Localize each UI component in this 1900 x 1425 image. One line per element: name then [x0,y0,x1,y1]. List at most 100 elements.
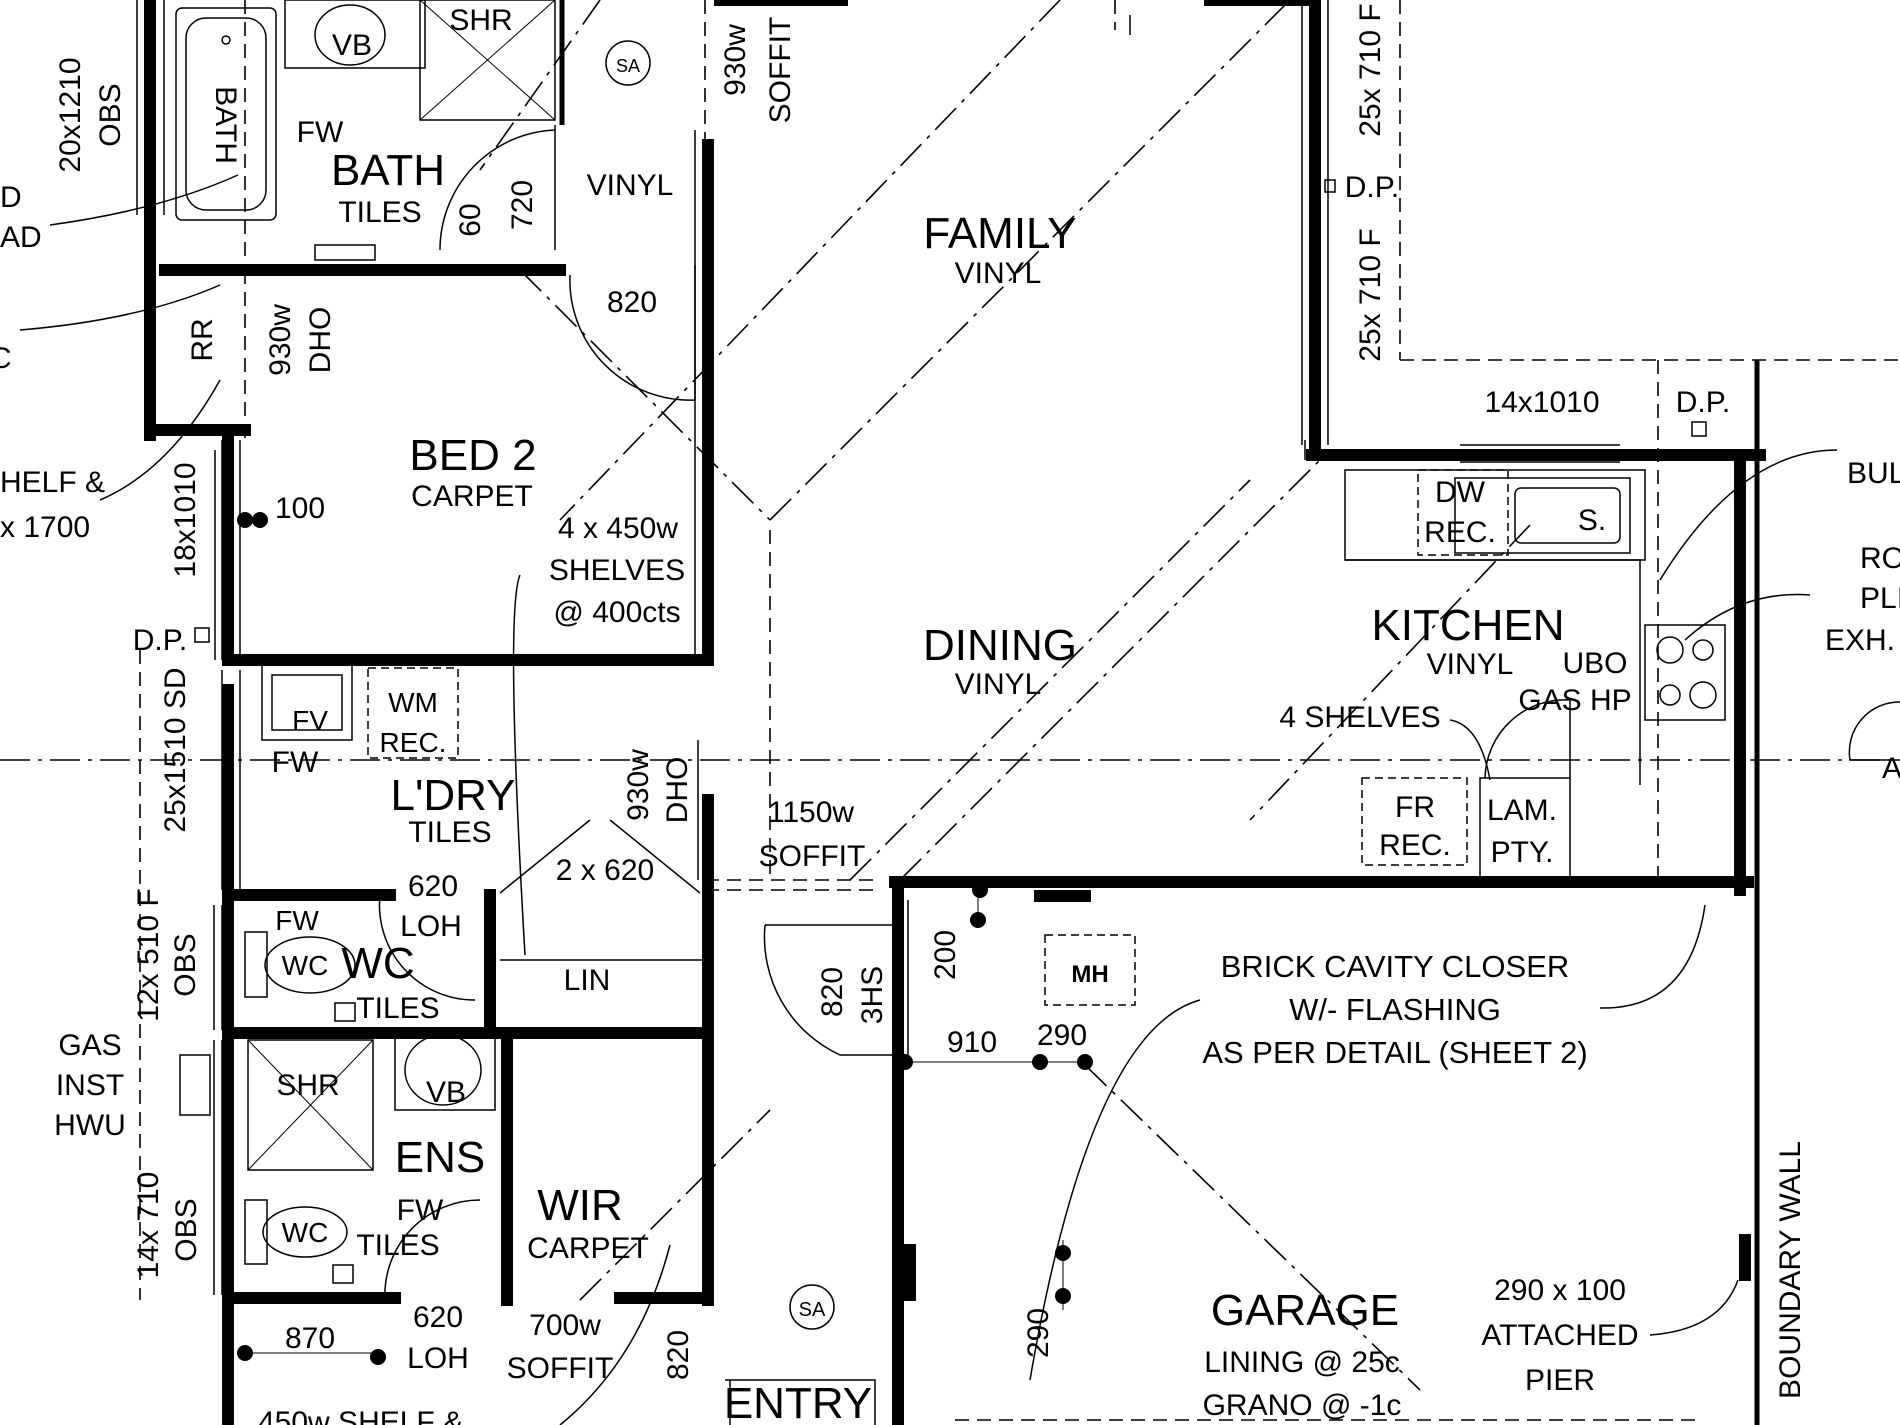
dim-910: 910 [947,1026,997,1059]
label-fw-ldry: FW [272,746,319,779]
label-fw-wc: FW [275,905,319,936]
fixtures [19,0,1900,1425]
dim-soffit-top: SOFFIT [764,17,797,124]
room-garage-name: GARAGE [1211,1286,1399,1335]
label-fw-bath: FW [297,116,344,149]
wall-family-east [1306,0,1766,461]
win-obs-wc: OBS [169,933,202,996]
label-wc-ens: WC [282,1217,329,1248]
note-shelves-line3: @ 400cts [553,596,680,629]
notes: 4 x 450w SHELVES @ 400cts BRICK CAVITY C… [0,181,1900,1425]
dim-290-top: 290 [1037,1019,1087,1052]
room-dining-finish: VINYL [955,668,1042,701]
room-wir-name: WIR [537,1181,623,1230]
dim-1150w: 1150w [768,796,855,829]
room-kitchen-finish: VINYL [1427,648,1514,681]
note-left-frag-2: AD [0,221,42,254]
room-ldry-name: L'DRY [391,771,516,820]
dim-dho-ldry: DHO [661,757,694,824]
dim-60: 60 [454,203,487,236]
note-pier-line1: 290 x 100 [1494,1274,1626,1307]
note-left-frag-4: HELF & [0,466,105,499]
dim-930w-rr: 930w [264,304,297,376]
dim-200: 200 [929,930,962,980]
note-left-frag-3: C [0,342,12,375]
dim-dho-rr: DHO [304,307,337,374]
win-obs-bath: OBS [94,83,127,146]
note-left-frag-1: D [0,181,22,214]
smoke-alarm-icon [605,40,651,86]
laundry-trough-icon [261,664,353,741]
label-dw-rec: REC. [1424,516,1496,549]
room-ldry-finish: TILES [408,816,491,849]
win-14x710: 14x 710 [132,1172,165,1279]
room-bath-finish: TILES [338,196,421,229]
note-boundary-wall: BOUNDARY WALL [1774,1141,1807,1399]
label-sink: S. [1578,504,1606,537]
label-rr: RR [186,318,219,361]
room-bed2-name: BED 2 [409,431,536,480]
label-fr: FR [1395,791,1435,824]
note-brick-line3: AS PER DETAIL (SHEET 2) [1202,1035,1587,1070]
label-gashp: GAS HP [1518,684,1631,717]
dim-loh-ldry: LOH [400,910,462,943]
note-shelves-line1: 4 x 450w [558,512,678,545]
dim-dp-bed2: D.P. [133,624,187,657]
label-lam: LAM. [1487,794,1557,827]
note-right-frag-1: BUL [1847,457,1900,490]
note-brick-line1: BRICK CAVITY CLOSER [1221,949,1570,984]
dim-14x1010: 14x1010 [1484,386,1599,419]
room-dining-name: DINING [923,621,1077,670]
room-wc-name: WC [341,939,414,988]
label-fv: FV [292,705,328,736]
note-gas-line1: GAS [58,1029,121,1062]
win-12x510: 12x 510 F [132,888,165,1021]
win-25x1510: 25x1510 SD [159,667,192,832]
fixture-labels: VB SHR BATH FW SA SA RR FV WM REC. FW FW… [186,4,1632,1321]
win-25x710-b: 25x 710 F [1354,228,1387,361]
note-right-frag-2: RO [1860,542,1900,575]
manhole-box [1044,934,1136,1006]
walls [144,0,1766,1425]
dim-930w-top: 930w [719,24,752,96]
room-garage-finish-1: LINING @ 25c [1204,1346,1400,1379]
label-wm: WM [388,687,438,718]
dim-820-bed2: 820 [607,286,657,319]
smoke-alarm-icon-2 [789,1284,835,1330]
dim-820-entry: 820 [816,967,849,1017]
label-sa-2: SA [799,1299,826,1321]
note-pier-line3: PIER [1525,1364,1595,1397]
room-entry-name: ENTRY [724,1379,872,1425]
room-bath-name: BATH [331,146,445,195]
note-right-frag-3: PLI [1860,582,1900,615]
hall-floor-finish: VINYL [587,169,674,202]
label-lin: LIN [564,964,611,997]
label-sa-1: SA [616,56,640,76]
washing-machine-box [367,667,459,759]
dimension-labels: 60 720 820 100 930w DHO 930w SOFFIT 620 … [133,17,1730,1385]
room-ens-name: ENS [395,1133,485,1182]
room-garage-finish-2: GRANO @ -1c [1203,1389,1402,1422]
note-shelves-line2: SHELVES [549,554,685,587]
dim-dp-family: D.P. [1345,171,1399,204]
dim-3hs: 3HS [856,966,889,1024]
label-ubo: UBO [1562,647,1627,680]
room-wir-finish: CARPET [527,1232,649,1265]
note-pier-line2: ATTACHED [1481,1319,1638,1352]
win-25x710-a: 25x 710 F [1354,3,1387,136]
dim-loh-ens: LOH [407,1342,469,1375]
room-labels: BATH TILES FAMILY VINYL BED 2 CARPET DIN… [331,146,1565,1425]
dim-720: 720 [506,180,539,230]
label-pty: PTY. [1491,836,1554,869]
dim-100: 100 [275,492,325,525]
cooktop-icon [1644,624,1726,721]
dim-dp-kitchen: D.P. [1676,386,1730,419]
label-vb-ens: VB [426,1076,466,1109]
room-family-finish: VINYL [955,257,1042,290]
bathtub [175,7,277,221]
label-fr-rec: REC. [1379,829,1451,862]
dim-700w: 700w [529,1309,601,1342]
label-wm-rec: REC. [380,727,447,758]
note-left-frag-5: x 1700 [0,511,90,544]
note-right-frag-5: A [1882,752,1900,785]
